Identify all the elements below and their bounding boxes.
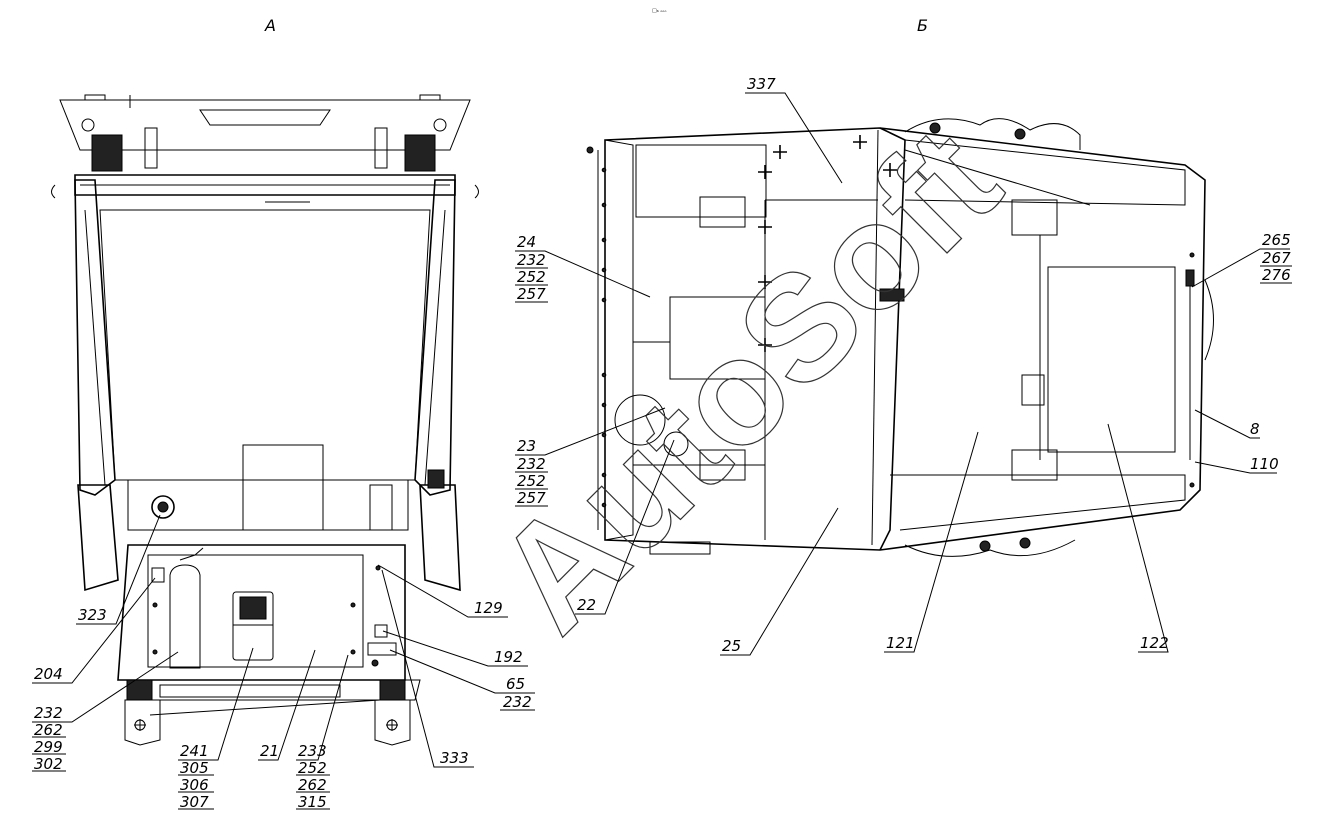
callout-337: 337 xyxy=(747,75,776,93)
callout-299: 299 xyxy=(34,738,63,756)
callout-232d: 232 xyxy=(517,251,546,269)
callout-267: 267 xyxy=(1262,249,1291,267)
callout-252d: 252 xyxy=(517,268,546,286)
callout-232c: 232 xyxy=(503,693,532,711)
callouts-b: 337 24 232 252 257 23 232 252 257 22 25 … xyxy=(515,75,1292,655)
callout-276: 276 xyxy=(1262,266,1291,284)
callouts-a: 323 204 232 262 299 302 241 305 306 307 … xyxy=(32,599,535,811)
callout-307: 307 xyxy=(180,793,209,811)
callout-302: 302 xyxy=(34,755,63,773)
callout-22: 22 xyxy=(577,596,596,614)
callout-315: 315 xyxy=(298,793,327,811)
top-mark: □₆ ₒₒₒ xyxy=(652,8,667,14)
watermark: AutoSoft xyxy=(464,96,1030,662)
callout-257d: 257 xyxy=(517,285,546,303)
view-title-a: А xyxy=(264,16,276,35)
callout-265: 265 xyxy=(1262,231,1291,249)
callout-306: 306 xyxy=(180,776,209,794)
callout-21: 21 xyxy=(260,742,279,760)
callout-23: 23 xyxy=(517,437,536,455)
callout-333: 333 xyxy=(440,749,469,767)
callout-262b: 262 xyxy=(298,776,327,794)
callout-233: 233 xyxy=(298,742,327,760)
leaders-a xyxy=(32,514,535,768)
callout-204: 204 xyxy=(34,665,63,683)
callout-8: 8 xyxy=(1250,420,1260,438)
view-title-b: Б xyxy=(917,16,928,35)
callout-232e: 232 xyxy=(517,455,546,473)
view-a-cab-rear xyxy=(51,94,479,746)
callout-305: 305 xyxy=(180,759,209,777)
leaders-b xyxy=(515,92,1290,656)
callout-25: 25 xyxy=(722,637,741,655)
callout-192: 192 xyxy=(494,648,523,666)
callout-252e: 252 xyxy=(517,472,546,490)
callout-110: 110 xyxy=(1250,455,1279,473)
callout-323: 323 xyxy=(78,606,107,624)
callout-121: 121 xyxy=(886,634,915,652)
callout-232: 232 xyxy=(34,704,63,722)
view-b-cab-top xyxy=(586,118,1214,557)
callout-24: 24 xyxy=(517,233,536,251)
callout-262: 262 xyxy=(34,721,63,739)
callout-65: 65 xyxy=(506,675,525,693)
callout-129: 129 xyxy=(474,599,503,617)
callout-241: 241 xyxy=(180,742,209,760)
callout-122: 122 xyxy=(1140,634,1169,652)
callout-257e: 257 xyxy=(517,489,546,507)
callout-252: 252 xyxy=(298,759,327,777)
